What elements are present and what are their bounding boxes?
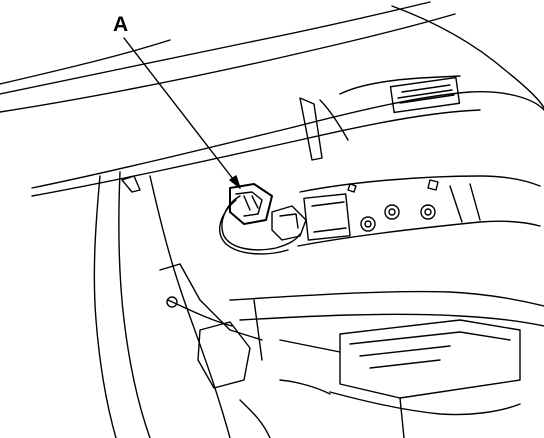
cross-member (297, 175, 541, 247)
left-structure (93, 171, 263, 438)
vent-grille (389, 76, 461, 114)
bracket-connector (271, 205, 307, 241)
cowl-brace (31, 75, 544, 197)
lower-left-parts (166, 296, 331, 438)
lower-frame (229, 290, 544, 361)
connector-a (229, 183, 273, 225)
callout-leader (123, 37, 241, 189)
lower-box (329, 319, 521, 438)
callout-label-a: A (113, 13, 129, 36)
mounting-bolts (347, 179, 439, 232)
wiring-harness (218, 195, 301, 255)
relay-module (303, 193, 351, 241)
hood-panel (0, 1, 544, 113)
